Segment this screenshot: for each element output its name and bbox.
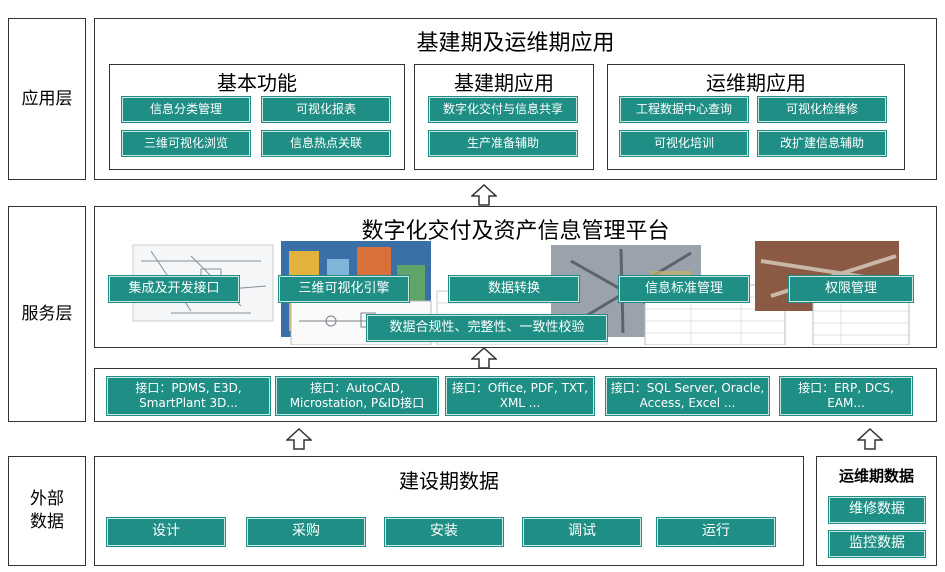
up-arrow-icon	[471, 347, 497, 369]
interfaces-panel: 接口：PDMS, E3D, SmartPlant 3D... 接口：AutoCA…	[94, 368, 937, 422]
interface-3d-button[interactable]: 接口：PDMS, E3D, SmartPlant 3D...	[107, 377, 270, 415]
design-button[interactable]: 设计	[107, 518, 225, 546]
data-conversion-button[interactable]: 数据转换	[449, 276, 579, 302]
monitoring-data-button[interactable]: 监控数据	[829, 531, 925, 557]
data-center-query-button[interactable]: 工程数据中心查询	[620, 97, 748, 122]
basic-functions-title: 基本功能	[217, 71, 297, 95]
interface-cad-button[interactable]: 接口：AutoCAD, Microstation, P&ID接口	[276, 377, 438, 415]
construction-data-panel: 建设期数据 设计 采购 安装 调试 运行	[94, 456, 804, 566]
installation-button[interactable]: 安装	[385, 518, 503, 546]
application-panel: 基建期及运维期应用 基本功能 信息分类管理 可视化报表 三维可视化浏览 信息热点…	[94, 18, 937, 180]
commissioning-button[interactable]: 调试	[523, 518, 641, 546]
data-validation-button[interactable]: 数据合规性、完整性、一致性校验	[367, 315, 607, 341]
construction-apps-title: 基建期应用	[454, 71, 554, 95]
3d-engine-button[interactable]: 三维可视化引擎	[279, 276, 409, 302]
up-arrow-icon	[286, 428, 312, 450]
info-classification-button[interactable]: 信息分类管理	[122, 97, 250, 122]
visual-training-button[interactable]: 可视化培训	[620, 131, 748, 156]
basic-functions-box: 基本功能 信息分类管理 可视化报表 三维可视化浏览 信息热点关联	[109, 64, 405, 170]
info-standard-button[interactable]: 信息标准管理	[619, 276, 749, 302]
operation-data-title: 运维期数据	[838, 467, 914, 485]
up-arrow-icon	[857, 428, 883, 450]
construction-data-title: 建设期数据	[399, 469, 499, 493]
construction-apps-box: 基建期应用 数字化交付与信息共享 生产准备辅助	[414, 64, 594, 170]
application-layer-label: 应用层	[8, 18, 86, 180]
production-prep-button[interactable]: 生产准备辅助	[429, 131, 577, 156]
visual-report-button[interactable]: 可视化报表	[262, 97, 390, 122]
maintenance-data-button[interactable]: 维修数据	[829, 497, 925, 523]
platform-title: 数字化交付及资产信息管理平台	[361, 219, 670, 244]
hotspot-association-button[interactable]: 信息热点关联	[262, 131, 390, 156]
visual-maintenance-button[interactable]: 可视化检维修	[758, 97, 886, 122]
digital-delivery-button[interactable]: 数字化交付与信息共享	[429, 97, 577, 122]
external-data-label: 外部 数据	[8, 456, 86, 566]
interface-erp-button[interactable]: 接口：ERP, DCS, EAM...	[780, 377, 912, 415]
up-arrow-icon	[471, 184, 497, 206]
platform-panel: 数字化交付及资产信息管理平台	[94, 206, 937, 348]
expansion-info-button[interactable]: 改扩建信息辅助	[758, 131, 886, 156]
application-title: 基建期及运维期应用	[416, 31, 615, 56]
integration-api-button[interactable]: 集成及开发接口	[109, 276, 239, 302]
operation-data-panel: 运维期数据 维修数据 监控数据	[816, 456, 937, 566]
operation-apps-title: 运维期应用	[706, 71, 806, 95]
interface-office-button[interactable]: 接口：Office, PDF, TXT, XML ...	[446, 377, 594, 415]
service-layer-label: 服务层	[8, 206, 86, 422]
procurement-button[interactable]: 采购	[247, 518, 365, 546]
operation-apps-box: 运维期应用 工程数据中心查询 可视化检维修 可视化培训 改扩建信息辅助	[607, 64, 905, 170]
permission-button[interactable]: 权限管理	[789, 276, 913, 302]
interface-db-button[interactable]: 接口：SQL Server, Oracle, Access, Excel ...	[606, 377, 769, 415]
operation-button[interactable]: 运行	[657, 518, 775, 546]
3d-browse-button[interactable]: 三维可视化浏览	[122, 131, 250, 156]
